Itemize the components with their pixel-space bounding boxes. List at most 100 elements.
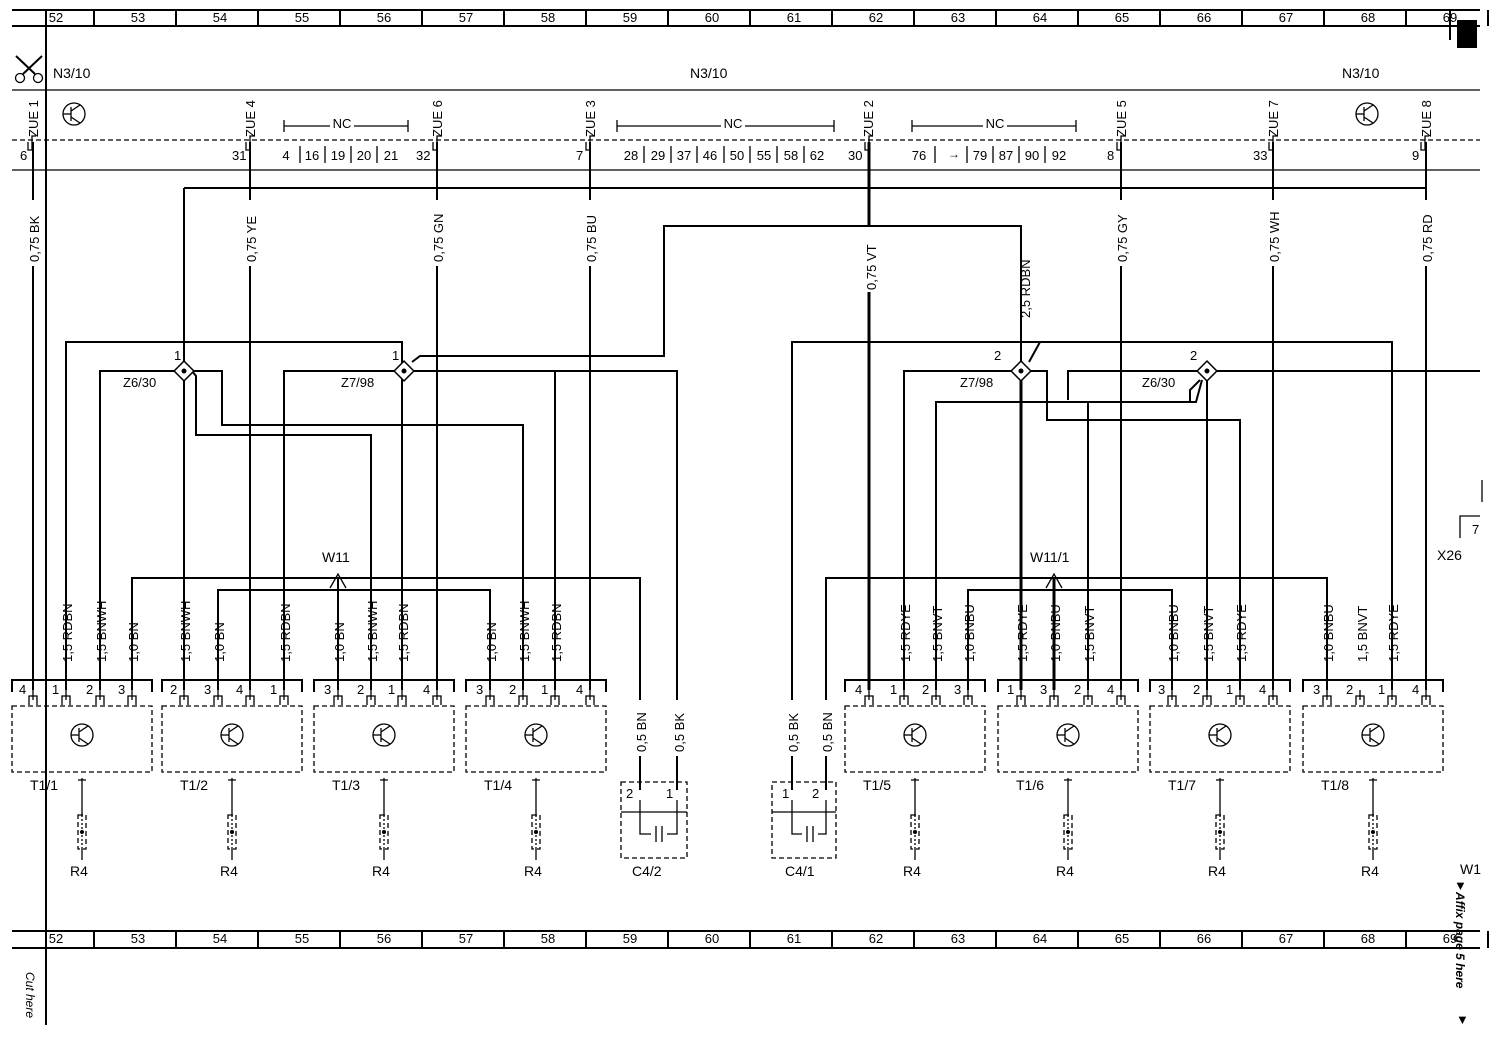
grid-number-top: 57: [459, 10, 473, 25]
svg-text:0,5 BN: 0,5 BN: [820, 712, 835, 752]
svg-text:37: 37: [677, 148, 691, 163]
svg-text:32: 32: [416, 148, 430, 163]
svg-text:1: 1: [392, 348, 399, 363]
svg-text:31: 31: [232, 148, 246, 163]
nc-label: NC: [333, 116, 352, 131]
zue-pin-8: ZUE 8 9: [1412, 100, 1434, 163]
w1-partial-label: W1: [1460, 861, 1481, 877]
svg-text:3: 3: [1313, 682, 1320, 697]
svg-text:58: 58: [784, 148, 798, 163]
resistor-label: R4: [1361, 863, 1379, 879]
svg-text:ZUE 7: ZUE 7: [1266, 100, 1281, 137]
svg-text:1,5 BNVT: 1,5 BNVT: [1201, 606, 1216, 662]
svg-text:ZUE 3: ZUE 3: [583, 100, 598, 137]
grid-number-top: 62: [869, 10, 883, 25]
svg-text:4: 4: [19, 682, 26, 697]
affix-arrow-top: ▼: [1454, 878, 1467, 893]
wire-labels-right: 1,5 RDYE 1,5 BNVT 1,0 BNBU 1,5 RDYE 1,0 …: [898, 604, 1401, 662]
svg-text:2: 2: [509, 682, 516, 697]
svg-text:Z6/30: Z6/30: [123, 375, 156, 390]
svg-text:0,5 BN: 0,5 BN: [634, 712, 649, 752]
n3-10-left-label: N3/10: [53, 65, 91, 81]
svg-text:0,75 BU: 0,75 BU: [584, 215, 599, 262]
grid-number-bottom: 66: [1197, 931, 1211, 946]
svg-text:1: 1: [388, 682, 395, 697]
svg-text:90: 90: [1025, 148, 1039, 163]
grid-number-bottom: 63: [951, 931, 965, 946]
svg-text:6: 6: [20, 148, 27, 163]
svg-text:3: 3: [324, 682, 331, 697]
svg-text:50: 50: [730, 148, 744, 163]
svg-text:4: 4: [236, 682, 243, 697]
svg-text:19: 19: [331, 148, 345, 163]
svg-text:1,5 BNVT: 1,5 BNVT: [930, 606, 945, 662]
grid-number-top: 59: [623, 10, 637, 25]
svg-text:7: 7: [576, 148, 583, 163]
nc-bracket-2: NC: [616, 116, 835, 132]
transistor-symbol-icon: [62, 102, 86, 126]
resistor-label: R4: [524, 863, 542, 879]
capacitor-c4-1: 1 2 C4/1: [771, 781, 837, 879]
svg-text:1,5 RDYE: 1,5 RDYE: [1015, 604, 1030, 662]
svg-text:2: 2: [1074, 682, 1081, 697]
n3-10-right-label: N3/10: [1342, 65, 1380, 81]
svg-text:1: 1: [270, 682, 277, 697]
zue-pin-7: ZUE 7 33: [1253, 100, 1281, 163]
svg-text:X26: X26: [1437, 547, 1462, 563]
svg-text:1,5 RDBN: 1,5 RDBN: [278, 603, 293, 662]
capacitor-c4-2-label: C4/2: [632, 863, 662, 879]
nc-pin-separators: [299, 146, 1046, 163]
svg-text:30: 30: [848, 148, 862, 163]
left-splice-network: [65, 187, 1426, 690]
grid-number-top: 52: [49, 10, 63, 25]
svg-text:3: 3: [1158, 682, 1165, 697]
svg-text:2: 2: [1190, 348, 1197, 363]
transistor-label: T1/3: [332, 777, 360, 793]
svg-text:1: 1: [1007, 682, 1014, 697]
transistor-label: T1/4: [484, 777, 512, 793]
grid-number-bottom: 62: [869, 931, 883, 946]
capacitor-wires: [639, 690, 827, 790]
grid-number-top: 63: [951, 10, 965, 25]
grid-number-top: 54: [213, 10, 227, 25]
svg-text:0,75 GY: 0,75 GY: [1115, 214, 1130, 262]
svg-text:16: 16: [305, 148, 319, 163]
svg-text:4: 4: [1259, 682, 1266, 697]
svg-text:20: 20: [357, 148, 371, 163]
nc-pins-group2: 28 29 37 46 50 55 58 62: [624, 148, 824, 163]
grid-number-bottom: 67: [1279, 931, 1293, 946]
svg-text:1,5 BNVT: 1,5 BNVT: [1355, 606, 1370, 662]
resistor-label: R4: [372, 863, 390, 879]
svg-text:4: 4: [423, 682, 430, 697]
transistor-icon: [70, 723, 94, 747]
svg-text:1,5 BNWH: 1,5 BNWH: [178, 601, 193, 662]
resistor-icon: [1368, 814, 1378, 850]
svg-text:1,0 BN: 1,0 BN: [126, 622, 141, 662]
svg-text:92: 92: [1052, 148, 1066, 163]
svg-text:1,5 BNWH: 1,5 BNWH: [365, 601, 380, 662]
svg-text:Z7/98: Z7/98: [341, 375, 374, 390]
grid-number-top: 56: [377, 10, 391, 25]
resistor-icon: [227, 814, 237, 850]
grid-number-bottom: 57: [459, 931, 473, 946]
grid-number-top: 55: [295, 10, 309, 25]
resistor-icon: [77, 814, 87, 850]
grid-number-top: 67: [1279, 10, 1293, 25]
svg-text:0,5 BK: 0,5 BK: [672, 713, 687, 752]
svg-text:1,0 BNBU: 1,0 BNBU: [1166, 604, 1181, 662]
affix-page-label: Affix page 5 here: [1453, 891, 1467, 989]
transistor-label: T1/6: [1016, 777, 1044, 793]
svg-text:Z7/98: Z7/98: [960, 375, 993, 390]
grid-number-top: 58: [541, 10, 555, 25]
svg-text:2: 2: [922, 682, 929, 697]
right-splice-network: [791, 341, 1480, 690]
svg-text:4: 4: [1412, 682, 1419, 697]
svg-text:7: 7: [1472, 522, 1479, 537]
svg-text:4: 4: [282, 148, 289, 163]
splice-z7-98-left: 1 Z7/98: [341, 348, 415, 390]
svg-text:0,75 WH: 0,75 WH: [1267, 211, 1282, 262]
svg-text:Z6/30: Z6/30: [1142, 375, 1175, 390]
